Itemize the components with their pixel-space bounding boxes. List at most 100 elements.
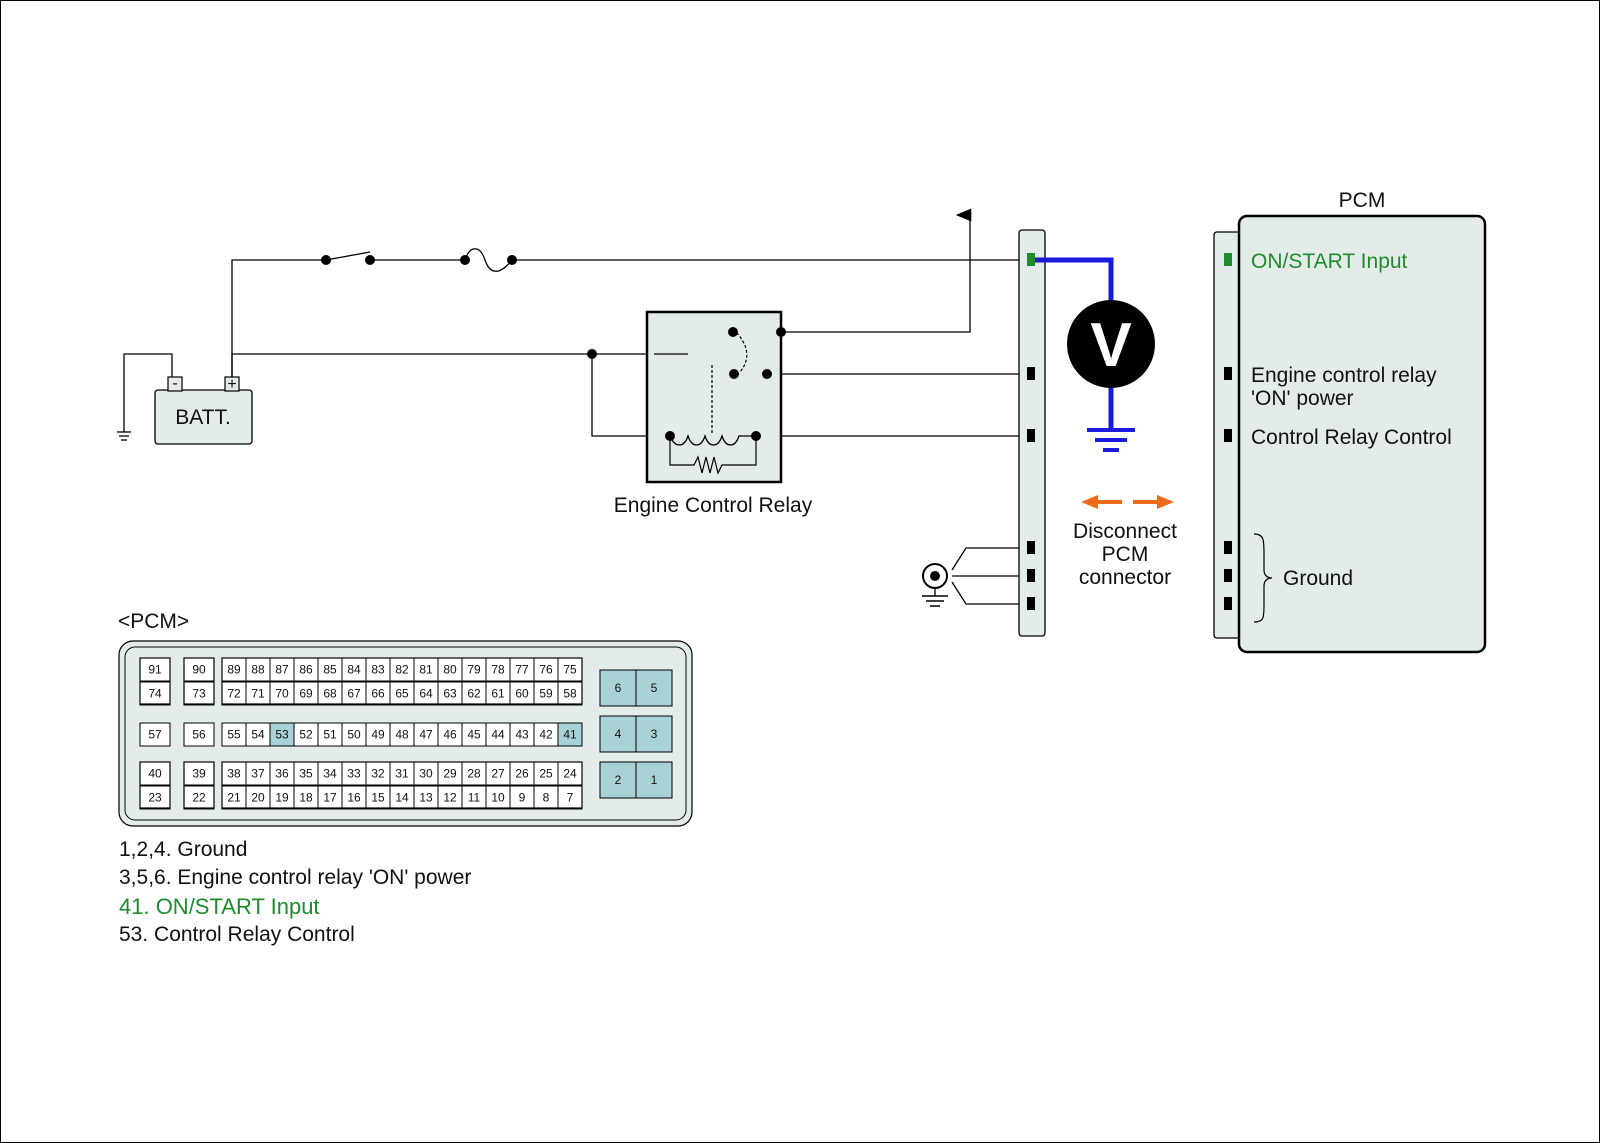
pin-70-label: 70 bbox=[275, 687, 289, 701]
pin-6-cell bbox=[599, 669, 637, 707]
disconnect-line2: PCM bbox=[1102, 543, 1149, 566]
pin-28-label: 28 bbox=[467, 767, 481, 781]
wires bbox=[231, 208, 1032, 605]
pin-2-label: 2 bbox=[615, 773, 622, 787]
pin-5-label: 5 bbox=[651, 681, 658, 695]
battery-negative-sign: - bbox=[172, 375, 177, 392]
pin-39-label: 39 bbox=[192, 767, 206, 781]
pin-75-label: 75 bbox=[563, 663, 577, 677]
relay-label: Engine Control Relay bbox=[614, 494, 813, 517]
pin-57-label: 57 bbox=[148, 728, 162, 742]
pin-46-label: 46 bbox=[443, 728, 457, 742]
pin-50-label: 50 bbox=[347, 728, 361, 742]
pin-90-label: 90 bbox=[192, 663, 206, 677]
pin-63-label: 63 bbox=[443, 687, 457, 701]
legend-relay-control: 53. Control Relay Control bbox=[119, 923, 355, 946]
pin-71-label: 71 bbox=[251, 687, 265, 701]
pin-85-label: 85 bbox=[323, 663, 337, 677]
pin-74-label: 74 bbox=[148, 687, 162, 701]
pin-87-label: 87 bbox=[275, 663, 289, 677]
voltmeter: V bbox=[1035, 257, 1155, 452]
harness-connector bbox=[1018, 229, 1046, 637]
battery-ground-symbol bbox=[117, 353, 173, 441]
pin-52-label: 52 bbox=[299, 728, 313, 742]
pin-45-label: 45 bbox=[467, 728, 481, 742]
pcm-label-relay-power-1: Engine control relay bbox=[1251, 364, 1437, 387]
legend-relay-power: 3,5,6. Engine control relay 'ON' power bbox=[119, 866, 472, 889]
pin-6-label: 6 bbox=[615, 681, 622, 695]
pin-5-cell bbox=[635, 669, 673, 707]
pin-13-label: 13 bbox=[419, 791, 433, 805]
pin-2-cell bbox=[599, 761, 637, 799]
pin-83-label: 83 bbox=[371, 663, 385, 677]
pin-54-label: 54 bbox=[251, 728, 265, 742]
pin-36-label: 36 bbox=[275, 767, 289, 781]
pin-14-label: 14 bbox=[395, 791, 409, 805]
disconnect-line3: connector bbox=[1079, 566, 1171, 589]
pin-9-label: 9 bbox=[519, 791, 526, 805]
pin-67-label: 67 bbox=[347, 687, 361, 701]
pin-41-label: 41 bbox=[563, 728, 577, 742]
pin-82-label: 82 bbox=[395, 663, 409, 677]
pin-3-label: 3 bbox=[651, 727, 658, 741]
pin-22-label: 22 bbox=[192, 791, 206, 805]
pin-47-label: 47 bbox=[419, 728, 433, 742]
pin-44-label: 44 bbox=[491, 728, 505, 742]
pin-73-label: 73 bbox=[192, 687, 206, 701]
pin-61-label: 61 bbox=[491, 687, 505, 701]
pcm-label-on-start: ON/START Input bbox=[1251, 250, 1408, 273]
pin-block-frame bbox=[183, 761, 215, 809]
pin-88-label: 88 bbox=[251, 663, 265, 677]
pin-1-cell bbox=[635, 761, 673, 799]
pin-35-label: 35 bbox=[299, 767, 313, 781]
connector-title: <PCM> bbox=[118, 610, 189, 633]
pcm-title: PCM bbox=[1339, 189, 1386, 212]
pin-81-label: 81 bbox=[419, 663, 433, 677]
pin-23-label: 23 bbox=[148, 791, 162, 805]
pin-80-label: 80 bbox=[443, 663, 457, 677]
chassis-ground-icon bbox=[922, 563, 948, 607]
pin-56-label: 56 bbox=[192, 728, 206, 742]
disconnect-line1: Disconnect bbox=[1073, 520, 1177, 543]
pin-18-label: 18 bbox=[299, 791, 313, 805]
pin-24-label: 24 bbox=[563, 767, 577, 781]
pin-89-label: 89 bbox=[227, 663, 241, 677]
pin-64-label: 64 bbox=[419, 687, 433, 701]
pin-77-label: 77 bbox=[515, 663, 529, 677]
pcm-label-relay-power-2: 'ON' power bbox=[1251, 387, 1354, 410]
pin-7-label: 7 bbox=[567, 791, 574, 805]
pin-58-label: 58 bbox=[563, 687, 577, 701]
pin-26-label: 26 bbox=[515, 767, 529, 781]
pin-69-label: 69 bbox=[299, 687, 313, 701]
battery-positive-sign: + bbox=[227, 376, 236, 393]
pin-51-label: 51 bbox=[323, 728, 337, 742]
pin-3-cell bbox=[635, 715, 673, 753]
pin-16-label: 16 bbox=[347, 791, 361, 805]
pin-29-label: 29 bbox=[443, 767, 457, 781]
pin-33-label: 33 bbox=[347, 767, 361, 781]
pin-78-label: 78 bbox=[491, 663, 505, 677]
pin-91-label: 91 bbox=[148, 663, 162, 677]
pin-84-label: 84 bbox=[347, 663, 361, 677]
pin-17-label: 17 bbox=[323, 791, 337, 805]
pin-59-label: 59 bbox=[539, 687, 553, 701]
pin-55-label: 55 bbox=[227, 728, 241, 742]
pin-57-cell bbox=[139, 722, 171, 747]
disconnect-arrows-icon: Disconnect PCM connector bbox=[1073, 495, 1177, 589]
pin-32-label: 32 bbox=[371, 767, 385, 781]
pin-4-label: 4 bbox=[615, 727, 622, 741]
pin-20-label: 20 bbox=[251, 791, 265, 805]
pin-48-label: 48 bbox=[395, 728, 409, 742]
legend-ground: 1,2,4. Ground bbox=[119, 838, 248, 861]
pin-25-label: 25 bbox=[539, 767, 553, 781]
pin-block-frame bbox=[139, 761, 171, 809]
engine-control-relay: Engine Control Relay bbox=[614, 310, 813, 517]
pin-42-label: 42 bbox=[539, 728, 553, 742]
pcm-label-relay-control: Control Relay Control bbox=[1251, 426, 1452, 449]
pin-43-label: 43 bbox=[515, 728, 529, 742]
pin-60-label: 60 bbox=[515, 687, 529, 701]
pin-1-label: 1 bbox=[651, 773, 658, 787]
pin-27-label: 27 bbox=[491, 767, 505, 781]
